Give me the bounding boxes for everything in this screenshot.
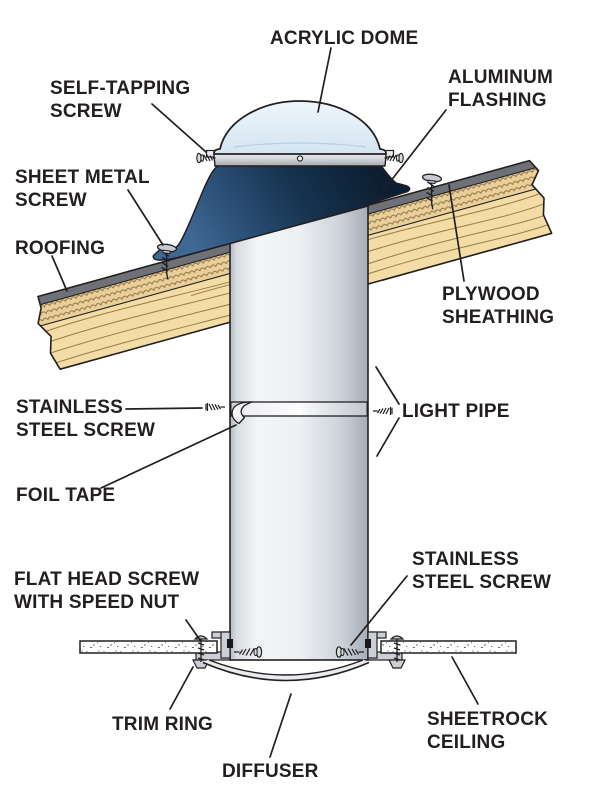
ring-screw-hole <box>296 155 304 162</box>
pipe-gap-left <box>227 639 233 648</box>
leader-roofing <box>51 255 68 292</box>
leader-trim-ring <box>169 666 194 710</box>
diffuser-outer-arc <box>202 661 370 682</box>
foil-tape-curl <box>231 401 253 425</box>
pipe-gap-right <box>365 639 371 648</box>
ceiling-assembly <box>79 631 517 682</box>
leader-lines <box>51 47 479 758</box>
aluminum-flashing-body <box>152 163 411 261</box>
leader-stainless-steel-screw-bottom <box>350 575 408 646</box>
sheetrock-right <box>380 640 517 654</box>
leader-foil-tape <box>100 424 237 489</box>
leader-flat-head-screw-with-speed-nut <box>185 619 201 641</box>
roof-outline <box>37 159 553 370</box>
diffuser-inner-arc <box>208 659 364 676</box>
leader-stainless-steel-screw-mid <box>125 407 203 410</box>
stainless-screw-mid-right-icon <box>372 406 393 416</box>
sheetrock-left <box>79 640 218 654</box>
foil-tape-band <box>230 401 368 425</box>
leader-light-pipe <box>376 417 400 457</box>
leader-self-tapping-screw <box>151 103 207 153</box>
leader-sheet-metal-screw <box>127 189 164 246</box>
leader-diffuser <box>269 693 292 758</box>
leader-sheetrock-ceiling <box>451 656 479 705</box>
leader-aluminum-flashing <box>382 109 447 192</box>
diffuser-fill <box>203 659 369 680</box>
leader-acrylic-dome <box>317 47 332 113</box>
leader-plywood-sheathing <box>448 184 465 282</box>
dome-inner-highlight <box>233 142 367 148</box>
acrylic-dome-shape <box>213 100 387 155</box>
leader-light-pipe <box>375 366 400 405</box>
stainless-screw-mid-left-icon <box>205 402 226 412</box>
